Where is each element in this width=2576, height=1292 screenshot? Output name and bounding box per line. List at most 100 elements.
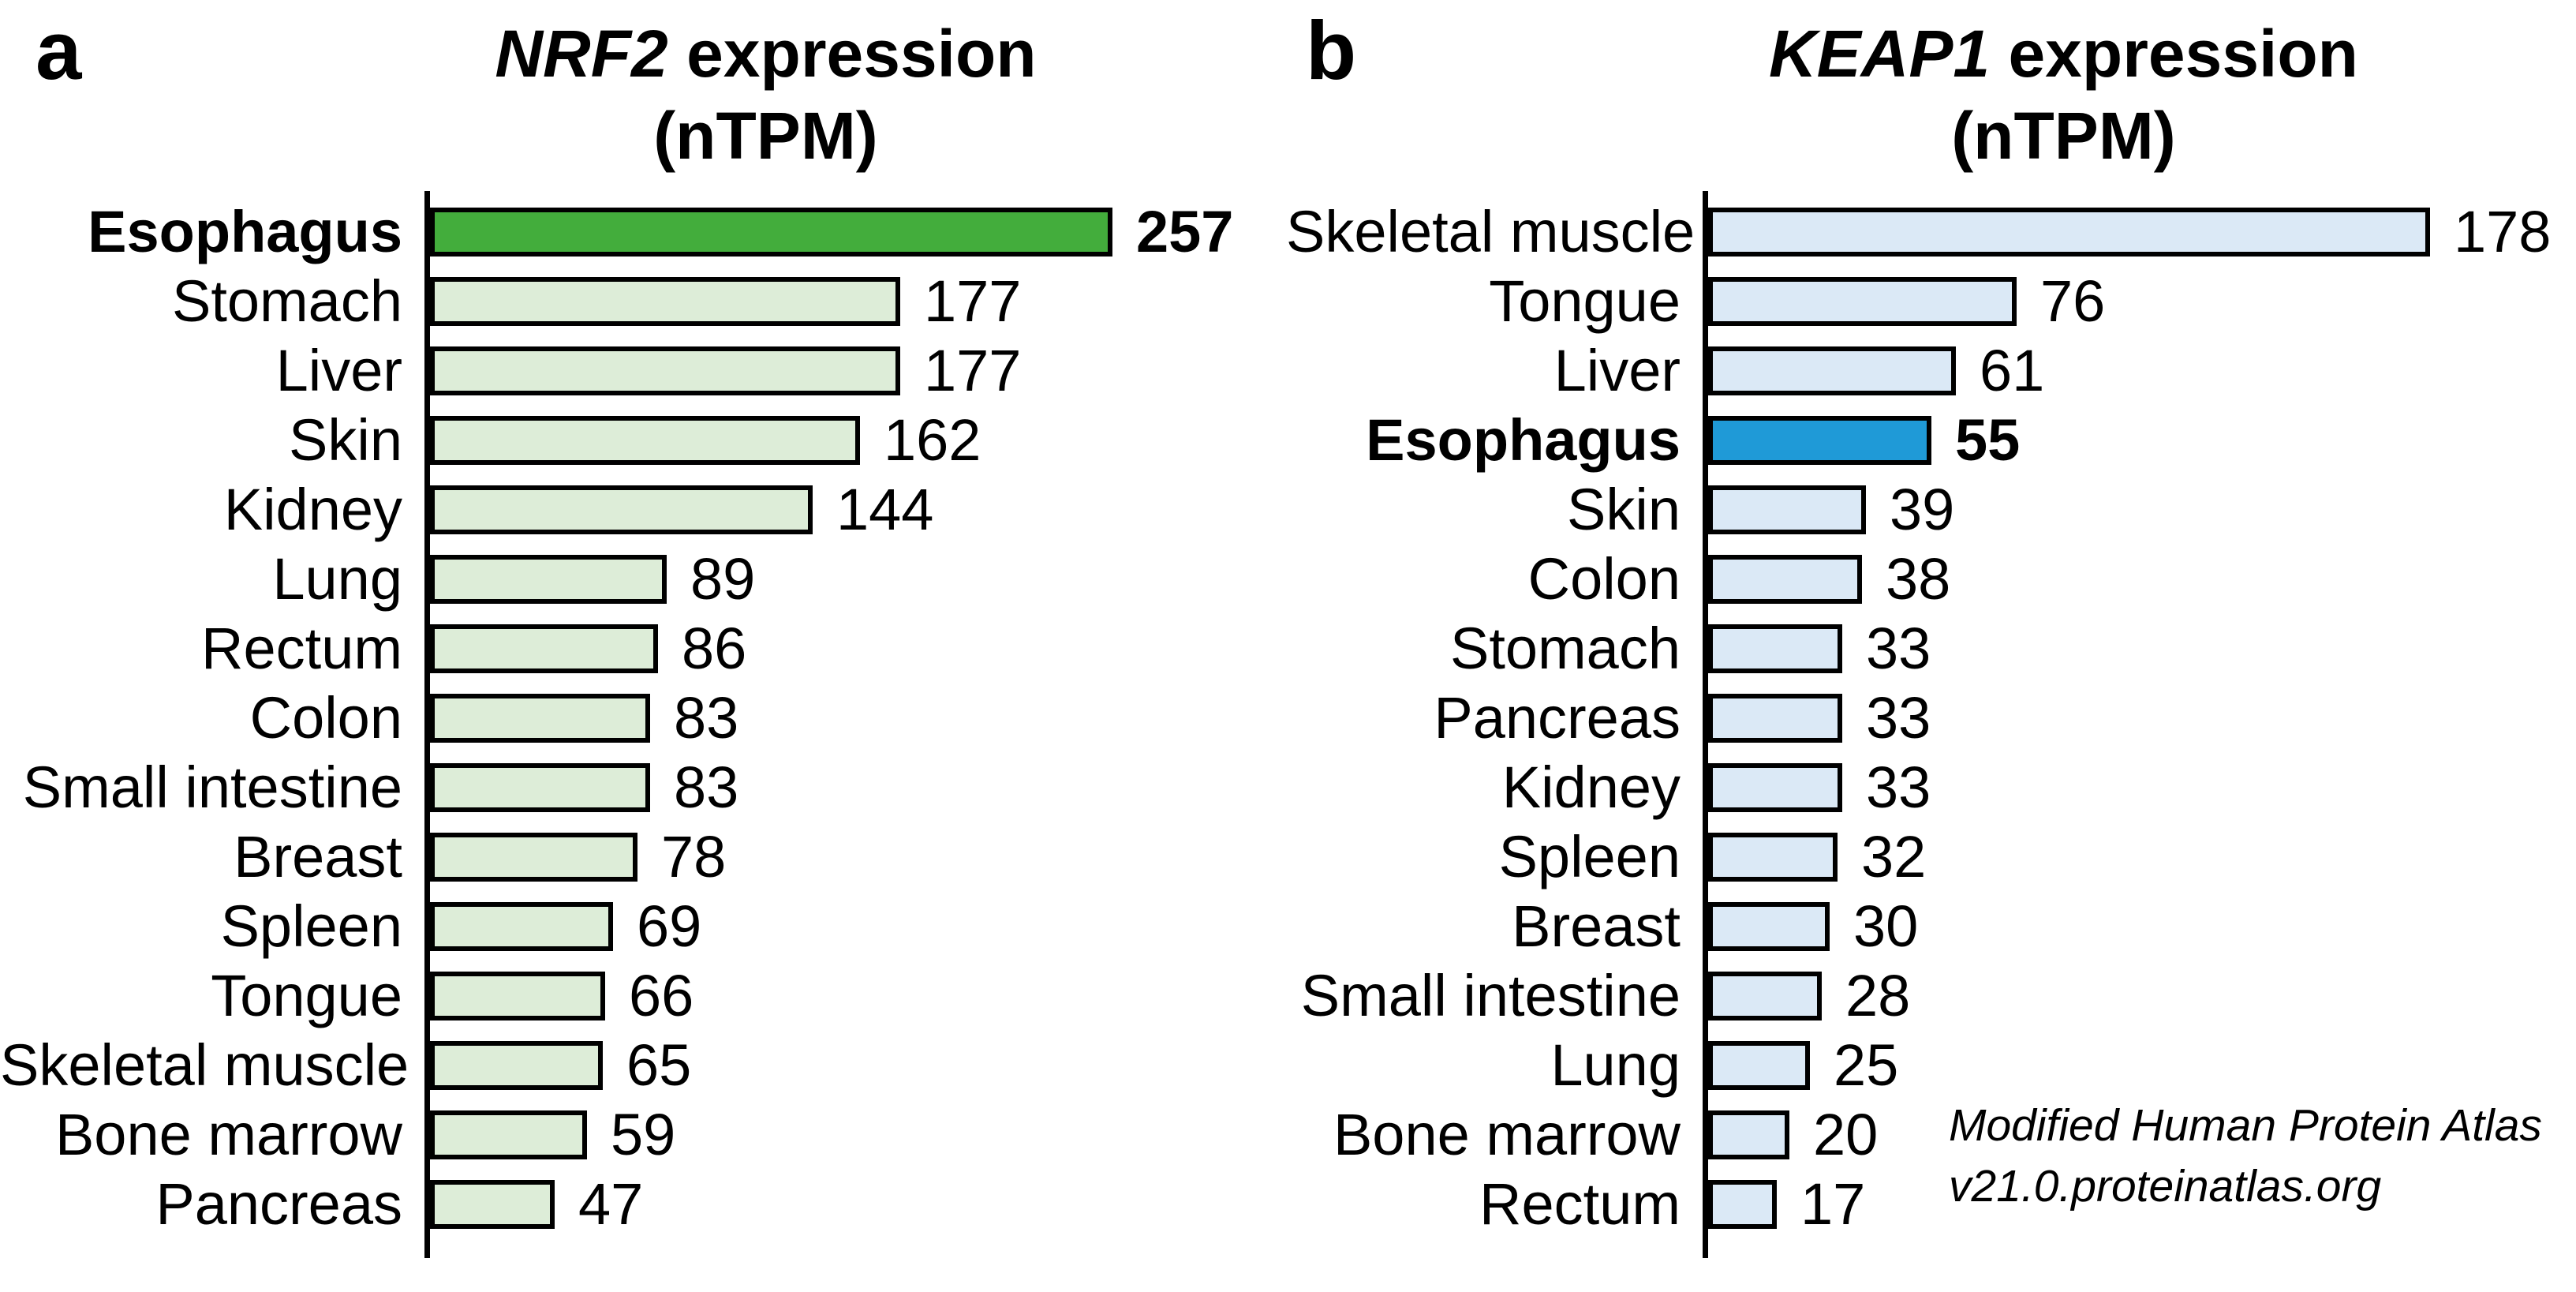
- tissue-label: Skeletal muscle: [1286, 199, 1696, 264]
- value-label: 144: [836, 477, 934, 542]
- chart-title-unit: (nTPM): [1951, 99, 2176, 174]
- tissue-label: Liver: [275, 338, 402, 403]
- value-label: 20: [1813, 1102, 1879, 1167]
- bar-row: Tongue 66: [0, 961, 1286, 1031]
- bar: [1708, 763, 1842, 812]
- bar: [430, 1180, 555, 1229]
- value-label: 25: [1834, 1032, 1899, 1098]
- bar: [430, 346, 900, 395]
- tissue-label: Skeletal muscle: [0, 1032, 409, 1098]
- bar: [1708, 208, 2430, 257]
- bar: [1708, 485, 1866, 534]
- value-label: 66: [629, 963, 694, 1028]
- bar: [430, 694, 650, 743]
- tissue-label: Spleen: [220, 893, 402, 959]
- tissue-label: Esophagus: [1366, 407, 1681, 473]
- source-caption-line2: v21.0.proteinatlas.org: [1949, 1160, 2382, 1211]
- bar: [1708, 1041, 1810, 1090]
- bar-row: Colon 83: [0, 683, 1286, 753]
- tissue-label: Bone marrow: [54, 1102, 402, 1167]
- bar-highlighted: [1708, 416, 1931, 465]
- bar: [430, 763, 650, 812]
- bar: [430, 416, 860, 465]
- tissue-label: Tongue: [1489, 268, 1681, 334]
- bar: [1708, 555, 1862, 604]
- value-label: 33: [1866, 616, 1931, 681]
- value-label: 32: [1861, 824, 1927, 889]
- value-label: 177: [924, 268, 1022, 334]
- value-label: 59: [611, 1102, 676, 1167]
- gene-name-nrf2: NRF2: [495, 17, 668, 91]
- bar-row: Stomach 33: [1286, 614, 2576, 683]
- value-label: 83: [674, 685, 739, 751]
- chart-title-keap1: KEAP1 expression(nTPM): [1703, 13, 2425, 177]
- tissue-label: Liver: [1553, 338, 1681, 403]
- bar-row: Rectum 17: [1286, 1170, 2576, 1239]
- bar: [1708, 902, 1830, 951]
- value-label: 55: [1955, 407, 2021, 473]
- value-label: 83: [674, 755, 739, 820]
- value-label: 33: [1866, 755, 1931, 820]
- panel-letter-a: a: [36, 5, 82, 97]
- bar-row: Bone marrow 59: [0, 1100, 1286, 1170]
- value-label: 76: [2040, 268, 2106, 334]
- value-label: 178: [2454, 199, 2552, 264]
- value-label: 61: [1980, 338, 2045, 403]
- tissue-label: Lung: [272, 546, 402, 612]
- bar: [1708, 277, 2017, 326]
- tissue-label: Rectum: [1479, 1171, 1681, 1237]
- bar-row: Kidney 33: [1286, 753, 2576, 822]
- tissue-label: Small intestine: [1300, 963, 1681, 1028]
- tissue-label: Colon: [249, 685, 402, 751]
- tissue-label: Stomach: [1449, 616, 1681, 681]
- bar: [430, 624, 658, 673]
- tissue-label: Kidney: [1501, 755, 1681, 820]
- tissue-label: Pancreas: [1434, 685, 1681, 751]
- tissue-label: Esophagus: [88, 199, 402, 264]
- value-label: 47: [578, 1171, 644, 1237]
- y-axis-line-a: [424, 191, 430, 1258]
- bar: [430, 277, 900, 326]
- tissue-label: Breast: [234, 824, 402, 889]
- value-label: 38: [1886, 546, 1951, 612]
- tissue-label: Rectum: [201, 616, 402, 681]
- bar: [1708, 1110, 1789, 1159]
- panel-b-keap1-chart: b KEAP1 expression(nTPM) Skeletal muscle…: [1286, 0, 2576, 1292]
- bar: [430, 485, 813, 534]
- bar-row: Liver 177: [0, 336, 1286, 406]
- bar: [430, 902, 613, 951]
- source-caption-line1: Modified Human Protein Atlas: [1949, 1100, 2542, 1151]
- bar-highlighted: [430, 208, 1112, 257]
- bar: [430, 1041, 603, 1090]
- value-label: 78: [661, 824, 727, 889]
- value-label: 17: [1800, 1171, 1866, 1237]
- value-label: 177: [924, 338, 1022, 403]
- gene-name-keap1: KEAP1: [1769, 17, 1991, 91]
- chart-title-nrf2: NRF2 expression(nTPM): [424, 13, 1107, 177]
- bar-row: Liver 61: [1286, 336, 2576, 406]
- bar: [430, 1110, 587, 1159]
- chart-title-suffix: expression: [667, 17, 1037, 91]
- value-label: 65: [626, 1032, 692, 1098]
- tissue-label: Tongue: [211, 963, 402, 1028]
- bar-row: Breast 78: [0, 822, 1286, 892]
- bar: [1708, 694, 1842, 743]
- y-axis-line-b: [1703, 191, 1708, 1258]
- bar: [430, 833, 637, 882]
